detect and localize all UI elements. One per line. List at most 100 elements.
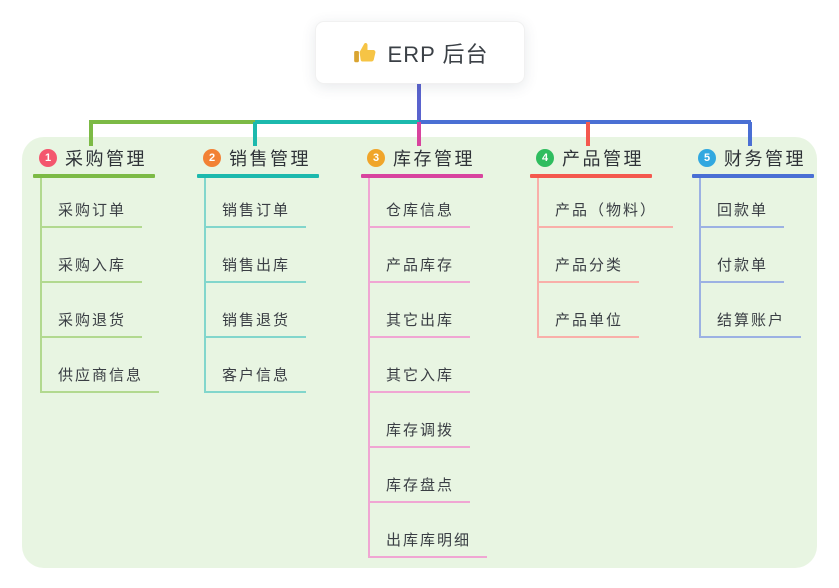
priority-badge-icon: 5 [698,149,716,167]
child-row: 销售退货 [204,283,319,338]
child-title: 供应商信息 [58,367,144,384]
child-title: 出库库明细 [386,532,472,549]
branch-2: 2 销售管理销售订单销售出库销售退货客户信息 [197,146,319,393]
connector-branch-drop [586,122,590,146]
child-row: 销售订单 [204,178,319,228]
child-title: 销售退货 [222,312,291,329]
child-row: 客户信息 [204,338,319,393]
child-underline [40,226,143,228]
priority-badge-icon: 3 [367,149,385,167]
child-row: 库存盘点 [368,448,487,503]
child-node[interactable]: 产品（物料） [537,199,674,228]
child-underline [368,446,471,448]
child-node[interactable]: 付款单 [699,254,785,283]
child-node[interactable]: 采购入库 [40,254,143,283]
branch-title: 销售管理 [229,149,311,169]
connector-branch-drop [417,122,421,146]
child-node[interactable]: 销售订单 [204,199,307,228]
child-underline [699,226,785,228]
connector-root-stem [417,82,421,124]
child-row: 采购入库 [40,228,159,283]
child-underline [368,336,471,338]
child-node[interactable]: 采购退货 [40,309,143,338]
child-underline [40,281,143,283]
child-title: 采购订单 [58,202,127,219]
branch-underline [197,174,319,178]
child-node[interactable]: 销售出库 [204,254,307,283]
child-node[interactable]: 其它出库 [368,309,471,338]
connector-branch-drop [748,122,752,146]
child-node[interactable]: 出库库明细 [368,529,488,558]
child-underline [537,226,674,228]
child-title: 产品分类 [555,257,624,274]
thumbs-up-icon [353,42,375,62]
child-title: 其它入库 [386,367,455,384]
child-row: 销售出库 [204,228,319,283]
child-connector-line [204,178,206,393]
priority-badge-icon: 2 [203,149,221,167]
child-underline [204,281,307,283]
child-node[interactable]: 其它入库 [368,364,471,393]
child-row: 其它出库 [368,283,487,338]
child-underline [204,336,307,338]
child-underline [699,281,785,283]
child-connector-line [699,178,701,338]
child-row: 仓库信息 [368,178,487,228]
child-connector-line [40,178,42,393]
child-connector-line [537,178,539,338]
child-node[interactable]: 销售退货 [204,309,307,338]
root-node[interactable]: ERP 后台 [315,21,525,84]
child-node[interactable]: 产品分类 [537,254,640,283]
child-underline [204,226,307,228]
child-title: 库存盘点 [386,477,455,494]
branch-topic[interactable]: 2 销售管理 [197,146,319,170]
child-node[interactable]: 库存调拨 [368,419,471,448]
child-node[interactable]: 库存盘点 [368,474,471,503]
child-underline [368,501,471,503]
child-row: 结算账户 [699,283,814,338]
child-node[interactable]: 回款单 [699,199,785,228]
child-node[interactable]: 供应商信息 [40,364,160,393]
child-title: 客户信息 [222,367,291,384]
child-underline [368,226,471,228]
child-node[interactable]: 结算账户 [699,309,802,338]
child-underline [204,391,307,393]
child-underline [699,336,802,338]
child-title: 付款单 [717,257,769,274]
child-node[interactable]: 客户信息 [204,364,307,393]
child-row: 产品分类 [537,228,673,283]
branch-underline [692,174,814,178]
child-node[interactable]: 产品单位 [537,309,640,338]
child-row: 回款单 [699,178,814,228]
child-underline [368,556,488,558]
branch-children: 产品（物料） 产品分类产品单位 [537,178,674,338]
connector-bus-left [89,120,255,124]
child-title: 回款单 [717,202,769,219]
child-node[interactable]: 产品库存 [368,254,471,283]
child-underline [537,281,640,283]
child-title: 采购退货 [58,312,127,329]
child-underline [40,336,143,338]
connector-bus-right [419,120,751,124]
child-row: 产品单位 [537,283,673,338]
connector-bus-middle [255,120,419,124]
child-title: 产品库存 [386,257,455,274]
branch-underline [361,174,483,178]
child-title: 产品单位 [555,312,624,329]
child-node[interactable]: 仓库信息 [368,199,471,228]
root-title: ERP 后台 [387,41,489,67]
child-row: 供应商信息 [40,338,160,393]
child-title: 销售订单 [222,202,291,219]
child-node[interactable]: 采购订单 [40,199,143,228]
branch-title: 采购管理 [65,149,147,169]
